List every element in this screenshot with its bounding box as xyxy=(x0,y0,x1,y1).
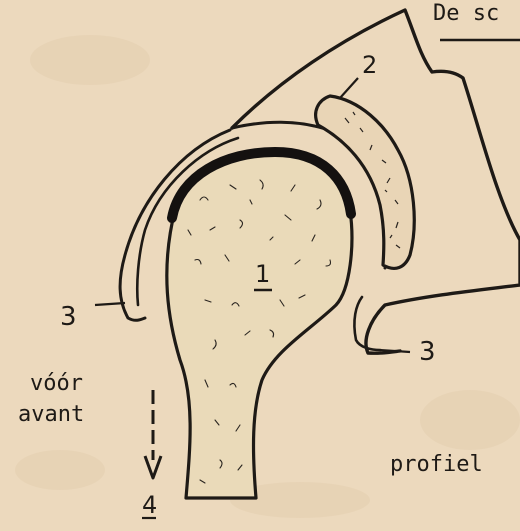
label-front-nl: vóór xyxy=(30,371,83,396)
label-direction-number: 4 xyxy=(142,491,157,519)
label-view: profiel xyxy=(390,452,483,477)
label-front-fr: avant xyxy=(18,402,84,427)
label-capsule-left: 3 xyxy=(60,302,77,332)
label-labrum: 2 xyxy=(362,51,377,79)
label-humeral-head: 1 xyxy=(255,260,270,288)
leader-2 xyxy=(340,78,358,98)
label-capsule-right: 3 xyxy=(419,337,436,367)
header-title: De sc xyxy=(433,1,499,26)
leader-3-left xyxy=(95,303,125,305)
direction-arrow xyxy=(145,390,161,478)
humerus-outline xyxy=(167,150,352,498)
